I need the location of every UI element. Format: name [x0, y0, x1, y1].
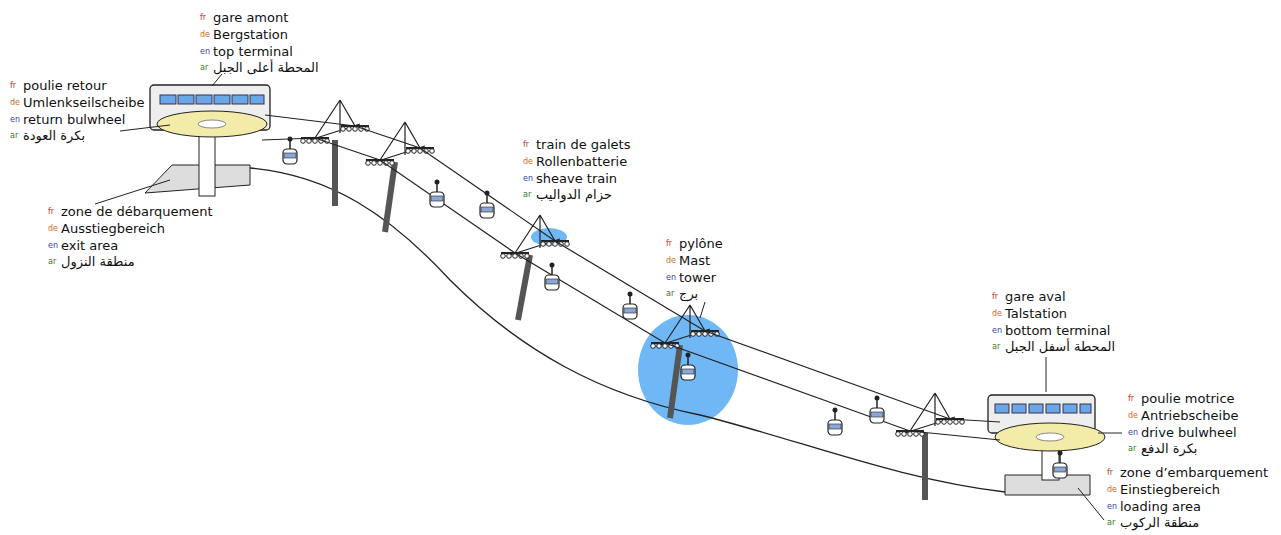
language-tag: de — [48, 221, 58, 237]
language-tag: en — [1128, 425, 1138, 441]
part-name: Antriebscheibe — [1141, 408, 1238, 424]
part-name: sheave train — [536, 171, 617, 187]
language-tag: en — [1107, 499, 1117, 515]
language-tag: de — [1128, 408, 1138, 424]
language-tag: en — [200, 44, 210, 60]
part-name: Bergstation — [213, 27, 288, 43]
part-name: zone d’embarquement — [1120, 465, 1268, 481]
language-tag: fr — [48, 204, 54, 220]
language-tag: ar — [1128, 441, 1136, 457]
language-tag: en — [992, 323, 1002, 339]
language-tag: de — [10, 95, 20, 111]
part-name: المحطة أسفل الجبل — [1005, 339, 1115, 355]
part-name: Ausstiegbereich — [61, 221, 165, 237]
part-name: Umlenkseilscheibe — [23, 95, 145, 111]
part-name: gare aval — [1005, 289, 1066, 305]
language-tag: ar — [992, 339, 1000, 355]
language-tag: de — [1107, 482, 1117, 498]
part-name: Einstiegbereich — [1120, 482, 1220, 498]
language-tag: fr — [523, 137, 529, 153]
part-name: pylône — [679, 236, 723, 252]
language-tag: de — [992, 306, 1002, 322]
language-tag: ar — [523, 187, 531, 203]
part-name: tower — [679, 270, 716, 286]
language-tag: fr — [992, 289, 998, 305]
part-name: drive bulwheel — [1141, 425, 1237, 441]
part-name: Mast — [679, 253, 710, 269]
part-name: exit area — [61, 238, 118, 254]
language-tag: en — [666, 270, 676, 286]
language-tag: fr — [1107, 465, 1113, 481]
language-tag: ar — [666, 286, 674, 302]
language-tag: fr — [1128, 391, 1134, 407]
part-name: poulie motrice — [1141, 391, 1235, 407]
language-tag: ar — [200, 60, 208, 76]
part-name: zone de débarquement — [61, 204, 213, 220]
part-name: بكرة العودة — [23, 128, 85, 144]
language-tag: de — [523, 154, 533, 170]
language-tag: fr — [10, 78, 16, 94]
part-name: منطقة الركوب — [1120, 515, 1199, 531]
part-name: poulie retour — [23, 78, 107, 94]
language-tag: en — [523, 171, 533, 187]
language-tag: en — [10, 112, 20, 128]
part-name: train de galets — [536, 137, 630, 153]
part-name: return bulwheel — [23, 112, 125, 128]
part-name: برج — [679, 286, 698, 302]
part-name: Rollenbatterie — [536, 154, 627, 170]
language-tag: de — [200, 27, 210, 43]
language-tag: ar — [1107, 515, 1115, 531]
language-tag: fr — [200, 10, 206, 26]
language-tag: fr — [666, 236, 672, 252]
part-name: منطقة النزول — [61, 254, 135, 270]
language-tag: en — [48, 238, 58, 254]
part-name: bottom terminal — [1005, 323, 1110, 339]
part-name: gare amont — [213, 10, 288, 26]
part-name: Talstation — [1005, 306, 1067, 322]
language-tag: ar — [10, 128, 18, 144]
language-tag: de — [666, 253, 676, 269]
part-name: top terminal — [213, 44, 293, 60]
part-name: loading area — [1120, 499, 1201, 515]
part-name: حزام الدواليب — [536, 187, 612, 203]
part-name: المحطة أعلى الجبل — [213, 60, 319, 76]
language-tag: ar — [48, 254, 56, 270]
part-name: بكرة الدفع — [1141, 441, 1197, 457]
